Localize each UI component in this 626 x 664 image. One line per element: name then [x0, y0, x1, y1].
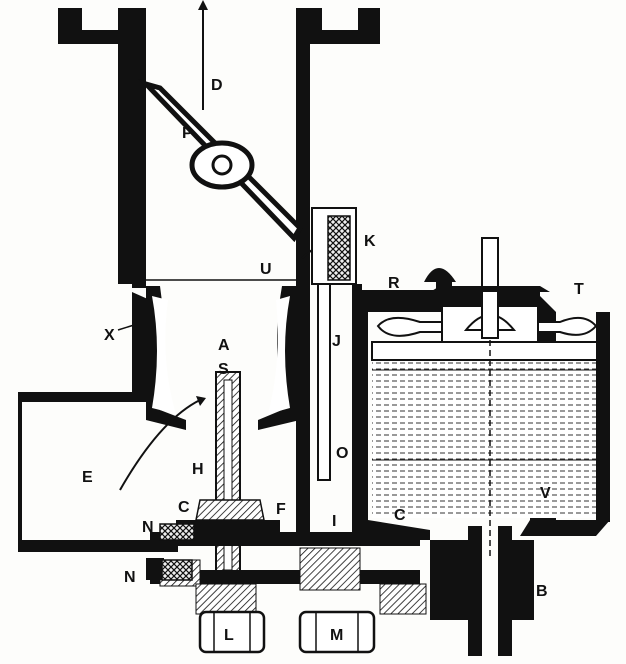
label-u: U	[260, 261, 272, 278]
fuel-inlet	[430, 526, 534, 656]
label-h: H	[192, 461, 204, 478]
label-v: V	[540, 485, 551, 502]
label-e: E	[82, 469, 93, 486]
throttle-valve	[137, 79, 304, 243]
label-b: B	[536, 583, 548, 600]
label-i: I	[332, 513, 336, 530]
label-a: A	[218, 337, 230, 354]
label-m: M	[330, 627, 343, 644]
label-f: F	[276, 501, 286, 518]
label-c-right: C	[394, 507, 406, 524]
nut-m	[298, 610, 376, 654]
float-needle	[424, 237, 550, 560]
mixing-chamber-walls	[118, 8, 310, 288]
label-x: X	[104, 327, 115, 344]
label-l: L	[224, 627, 234, 644]
label-s: S	[218, 361, 229, 378]
nut-l	[198, 610, 266, 654]
label-j: J	[332, 333, 341, 350]
mixture-outlet-arrow	[198, 0, 208, 110]
label-k: K	[364, 233, 376, 250]
air-inlet-passage	[18, 292, 206, 552]
label-n-upper: N	[142, 519, 154, 536]
label-o: O	[336, 445, 348, 462]
pilot-passage	[296, 207, 362, 534]
label-c-left: C	[178, 499, 190, 516]
top-flange	[58, 8, 380, 44]
choke-tube	[117, 286, 300, 430]
label-p: P	[182, 125, 193, 142]
label-r: R	[388, 275, 400, 292]
plug-screws	[146, 523, 195, 581]
label-n-lower: N	[124, 569, 136, 586]
label-t: T	[574, 281, 584, 298]
label-d: D	[211, 77, 223, 94]
